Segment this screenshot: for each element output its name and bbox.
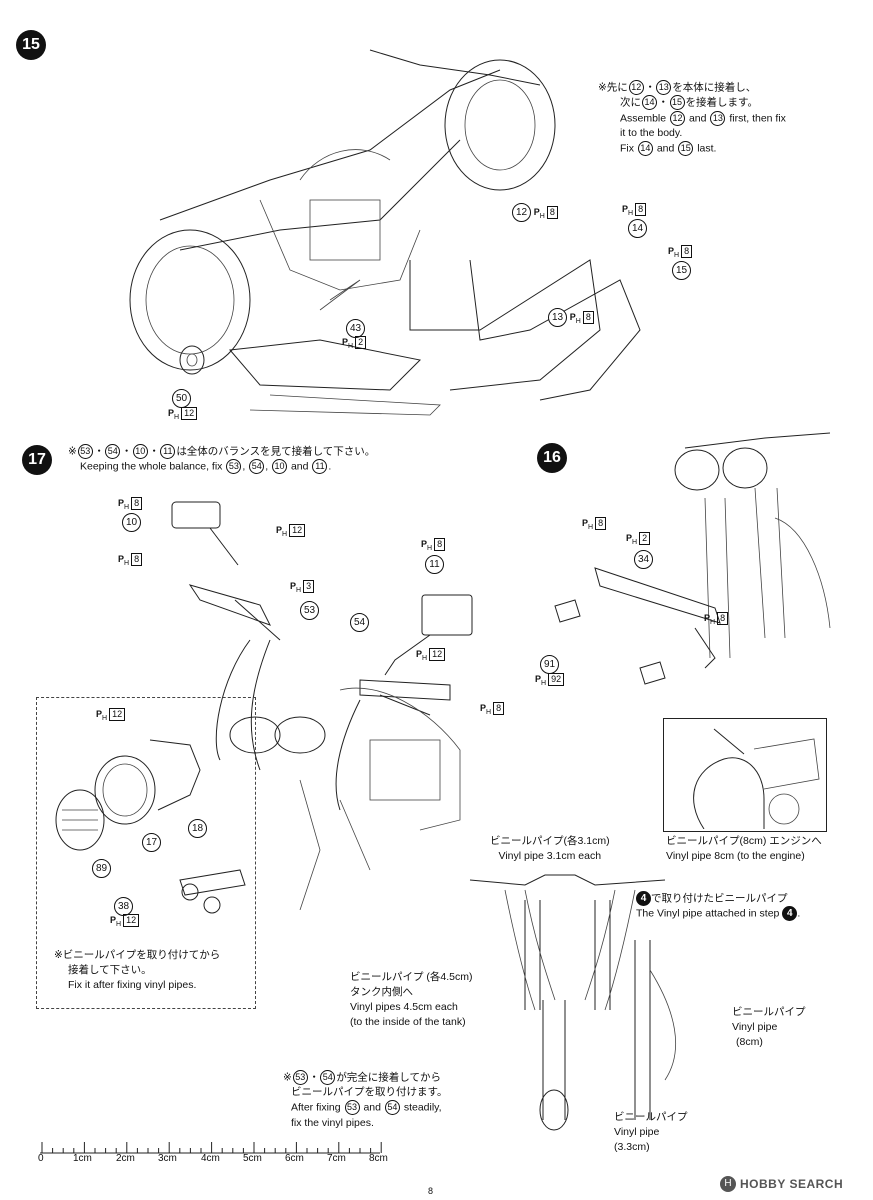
step-16-badge: 16	[537, 443, 567, 473]
hobby-search-logo: H HOBBY SEARCH	[720, 1176, 843, 1192]
page-number: 8	[428, 1186, 434, 1196]
part-11-num: 11	[425, 554, 444, 574]
step-16-illustration	[554, 432, 831, 685]
part-10-num: 10	[122, 512, 141, 532]
vinyl-e-note: ビニールパイプ Vinyl pipe (3.3cm)	[614, 1111, 688, 1153]
hobby-search-logo-icon: H	[720, 1176, 736, 1192]
step-15-illustration	[129, 49, 641, 416]
step-17-badge: 17	[22, 445, 52, 475]
part-18-num: 18	[188, 818, 207, 838]
engine-inset-illustration	[693, 728, 820, 829]
part-50-num: 50	[172, 388, 191, 408]
engine-inset-box	[663, 718, 827, 832]
part-34-num: 34	[634, 549, 653, 569]
part-43-num: 43	[346, 318, 365, 338]
ruler-label-0: 0	[38, 1153, 44, 1164]
ruler-label-4: 4cm	[201, 1153, 220, 1164]
part-91-num: 91	[540, 654, 559, 674]
vinyl-a-note: ビニールパイプ(各3.1cm) Vinyl pipe 3.1cm each	[490, 835, 610, 862]
part-89-num: 89	[92, 858, 111, 878]
part-15-num: 15	[672, 260, 691, 280]
ruler-label-1: 1cm	[73, 1153, 92, 1164]
engine-inset-note: ビニールパイプ(8cm) エンジンへ Vinyl pipe 8cm (to th…	[666, 835, 822, 862]
ruler-label-6: 6cm	[285, 1153, 304, 1164]
part-38-num: 38	[114, 896, 133, 916]
vinyl-front-view	[469, 874, 676, 1131]
ruler-label-3: 3cm	[158, 1153, 177, 1164]
ruler-label-7: 7cm	[327, 1153, 346, 1164]
headlight-illustration	[55, 739, 246, 914]
ruler-label-8: 8cm	[369, 1153, 388, 1164]
part-17-num: 17	[142, 832, 161, 852]
headlight-inset-note: ※ビニールパイプを取り付けてから 接着して下さい。 Fix it after f…	[54, 949, 221, 991]
ruler-label-2: 2cm	[116, 1153, 135, 1164]
part-53-num: 53	[300, 600, 319, 620]
part-54-num: 54	[350, 612, 369, 632]
part-14-num: 14	[628, 218, 647, 238]
vinyl-c-note: ビニールパイプ (各4.5cm) タンク内側へ Vinyl pipes 4.5c…	[350, 971, 473, 1028]
ruler-scale	[40, 1142, 382, 1154]
step-15-badge: 15	[16, 30, 46, 60]
ruler-label-5: 5cm	[243, 1153, 262, 1164]
headlight-inset-box	[36, 697, 256, 1009]
vinyl-d-note: ビニールパイプ Vinyl pipe (8cm)	[732, 1006, 806, 1048]
